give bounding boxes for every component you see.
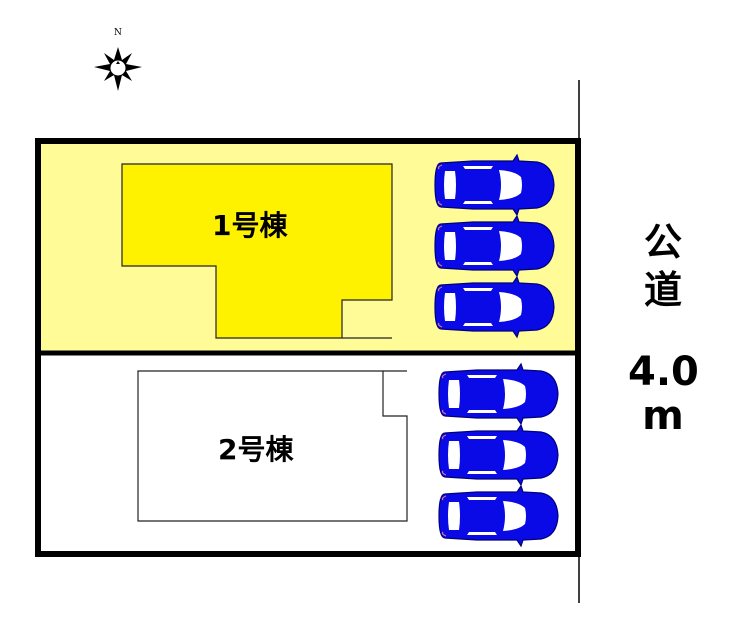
- car-icon: [434, 215, 555, 277]
- compass-north-label: N: [114, 28, 122, 38]
- road-width-unit: m: [642, 393, 684, 439]
- car-icon: [434, 276, 555, 338]
- car-icon: [438, 363, 559, 425]
- building-2-label: 2号棟: [218, 433, 294, 466]
- road-label-2: 道: [643, 268, 682, 312]
- building-1-label: 1号棟: [212, 209, 288, 242]
- car-icon: [438, 485, 559, 547]
- road-label-1: 公: [643, 220, 682, 264]
- car-icon: [434, 154, 555, 216]
- compass-rose-icon: [94, 47, 142, 91]
- property-boundary: [35, 138, 581, 557]
- car-icon: [438, 424, 559, 486]
- road-width-value: 4.0: [628, 349, 699, 395]
